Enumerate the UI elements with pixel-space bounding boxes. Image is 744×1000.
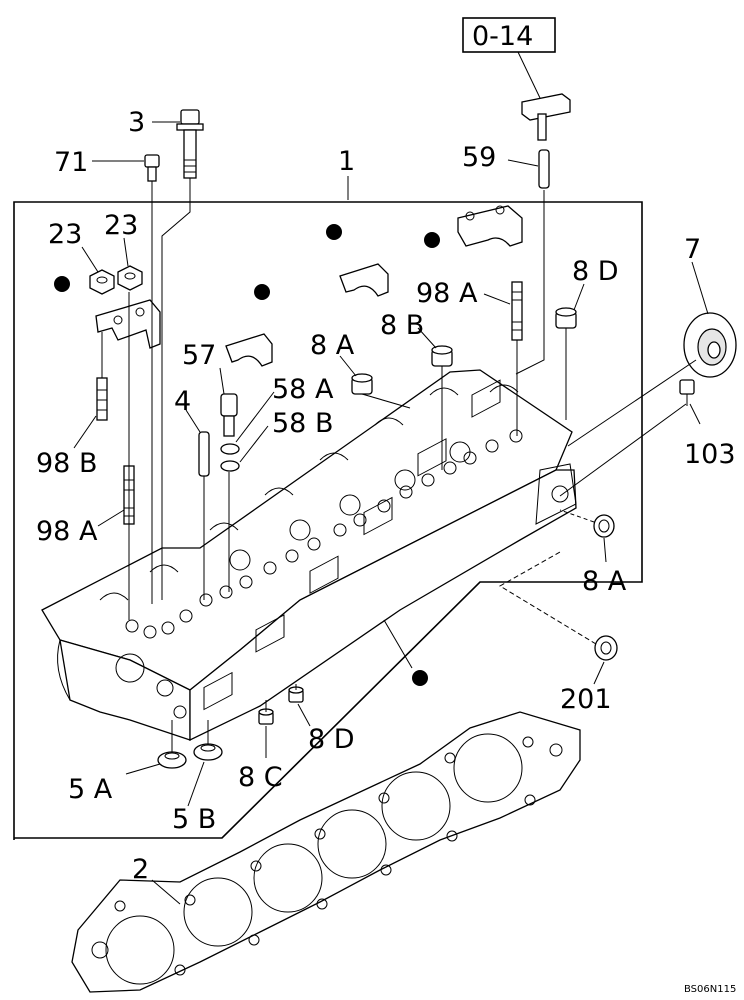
label-23-left: 23 [48,219,82,250]
stud-98B [96,377,108,421]
label-2: 2 [132,854,149,885]
label-201: 201 [560,684,612,715]
washer-58A [220,443,240,455]
label-5B: 5 B [172,804,216,835]
sleeve-57 [220,393,238,437]
reference-dots [54,224,440,686]
bearing-cap-middle [339,263,389,297]
nut-23-left [89,269,115,295]
bolt-103 [679,379,695,406]
label-23-right: 23 [104,210,138,241]
plug-8A-top [351,373,373,395]
plug-8C [258,708,274,725]
leader-lines [73,51,709,905]
label-59: 59 [462,142,496,173]
diagram-code: BS06N115 [684,984,736,995]
label-1: 1 [338,146,355,177]
label-58A: 58 A [272,374,334,405]
washer-58B [220,460,240,472]
label-3: 3 [128,107,145,138]
plug-201 [594,635,618,661]
seal-5B [193,743,223,761]
assembly-lines [101,178,697,752]
label-103: 103 [684,439,736,470]
label-57: 57 [182,340,216,371]
label-8D-top: 8 D [572,256,619,287]
pin-4 [198,431,210,477]
label-8A-right: 8 A [582,566,627,597]
bearing-cap-right [457,205,523,247]
label-8B: 8 B [380,310,424,341]
plug-8B [431,345,453,367]
camshaft-gear-7 [683,312,737,378]
valve-holes [125,429,523,639]
ref-box-frame [462,17,556,53]
bracket-0-14 [521,93,571,141]
bolt-71 [144,154,160,182]
label-71: 71 [54,147,88,178]
label-5A: 5 A [68,774,113,805]
ref-box-label: 0-14 [472,21,533,52]
dowel-pin-59 [538,149,550,189]
assembly-boundary [13,201,643,840]
label-8C: 8 C [238,762,283,793]
bolt-3 [176,109,204,179]
label-58B: 58 B [272,408,333,439]
label-4: 4 [174,386,191,417]
rear-end-plate [535,463,577,525]
stud-98A-top [511,281,523,341]
label-8A-top: 8 A [310,330,355,361]
label-98A-left: 98 A [36,516,98,547]
bearing-cap-left [225,333,273,367]
head-gasket [71,711,581,993]
seal-5A [157,751,187,769]
front-end-plate [57,639,187,719]
port-openings [203,379,501,711]
label-98B: 98 B [36,448,97,479]
plug-8A-right [593,514,615,538]
cam-bracket-left [95,299,161,349]
label-8D-bottom: 8 D [308,724,355,755]
plug-8D-top [555,307,577,329]
label-7: 7 [684,234,701,265]
label-98A-top: 98 A [416,278,478,309]
nut-23-right [117,265,143,291]
cylinder-head-block [41,369,577,742]
